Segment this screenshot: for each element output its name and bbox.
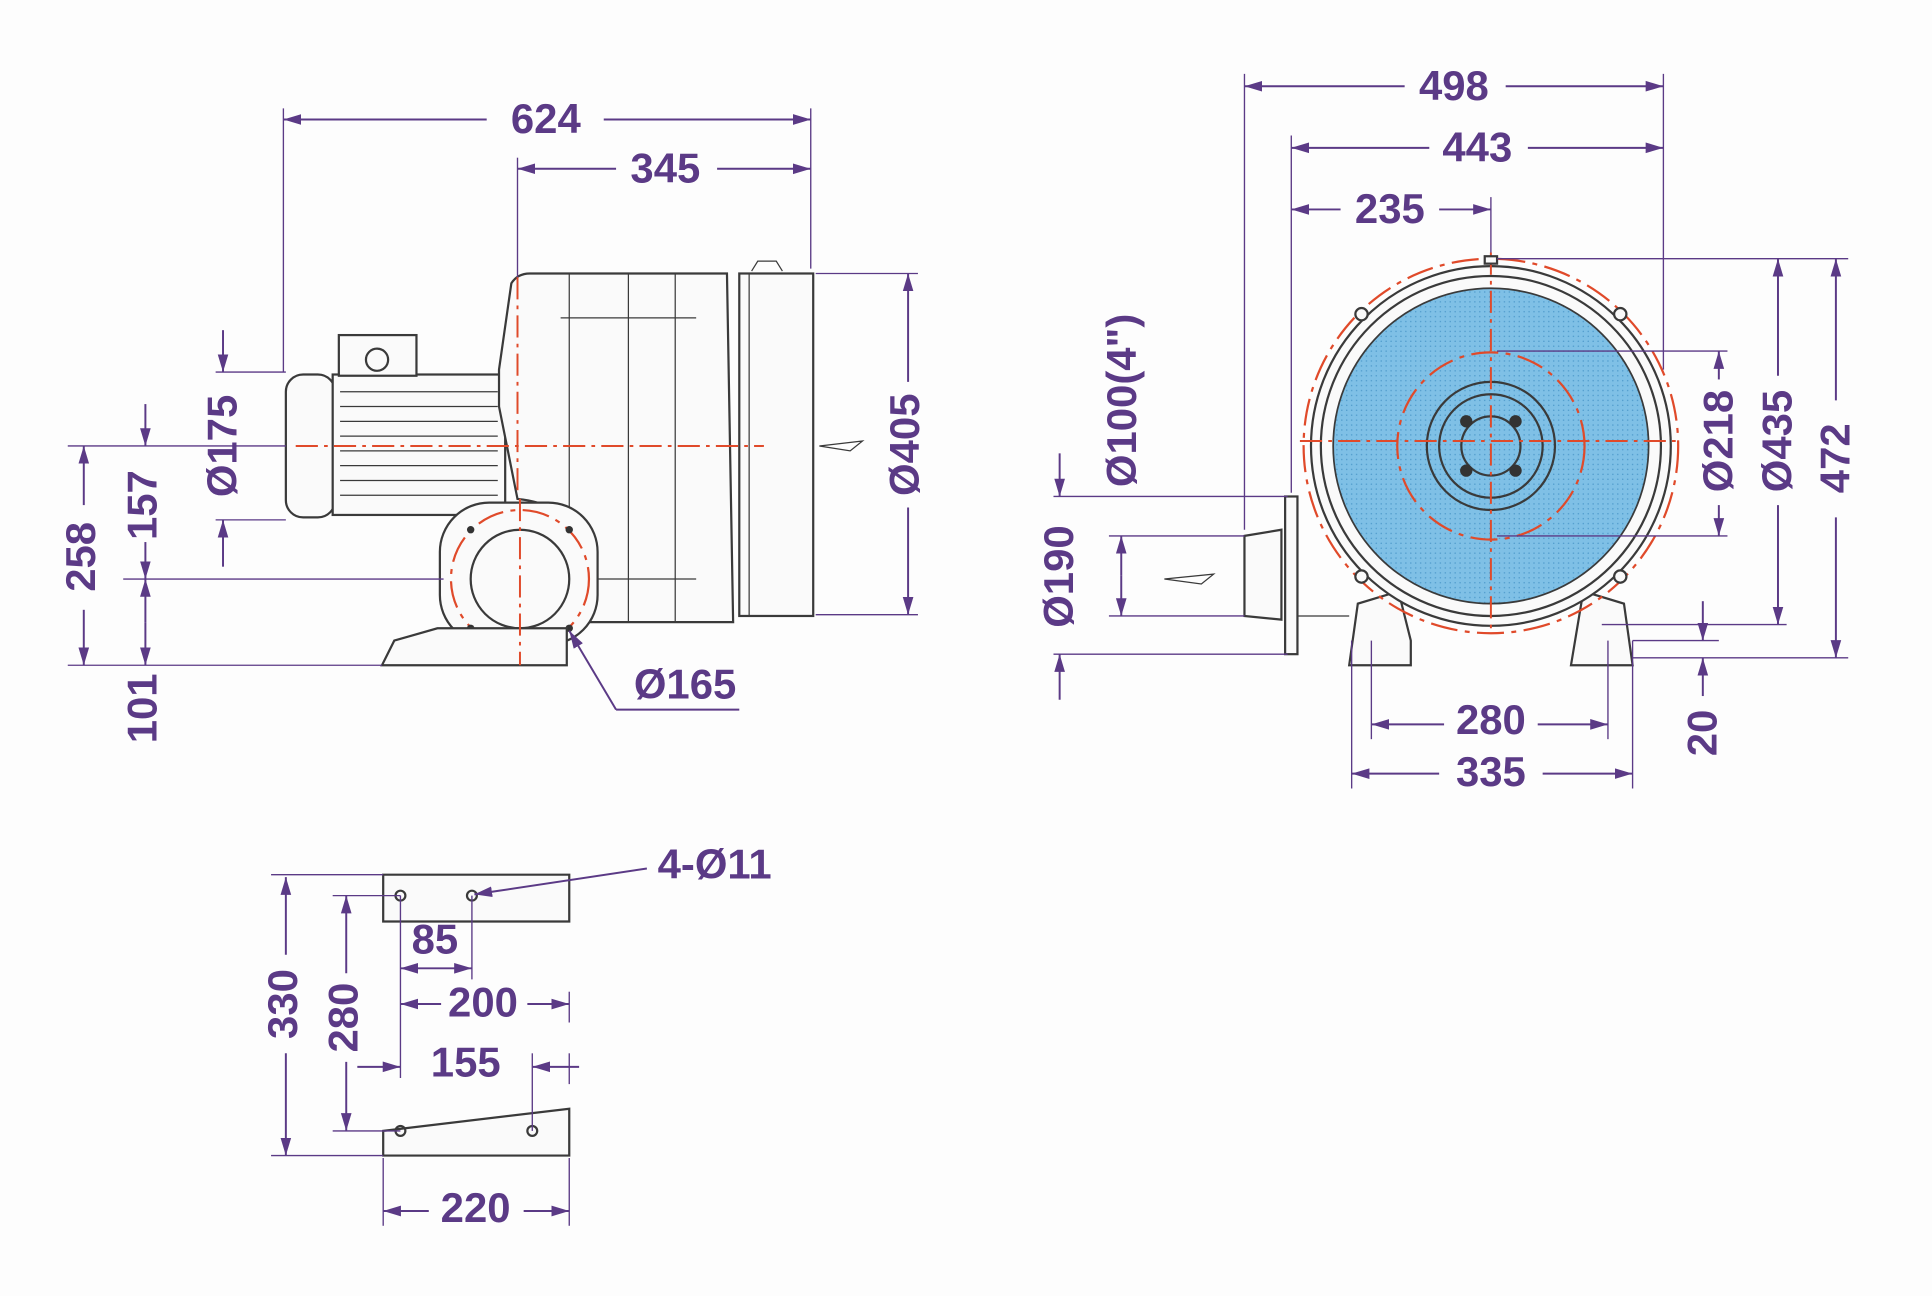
dim-624: 624 — [511, 95, 582, 142]
dim-218: Ø218 — [1694, 390, 1741, 492]
terminal-box — [337, 333, 418, 377]
foot-right — [1569, 589, 1634, 667]
dim-345: 345 — [630, 144, 700, 191]
base-view: 4-Ø11 330 280 85 200 155 220 — [259, 840, 772, 1231]
foot-bottom — [382, 1107, 571, 1157]
dim-330: 330 — [259, 969, 306, 1039]
motor-fins — [340, 391, 498, 496]
foot-left — [1347, 589, 1412, 667]
side-view: 624 345 Ø405 Ø175 157 258 101 Ø165 — [57, 95, 928, 743]
dim-280-base: 280 — [319, 983, 366, 1053]
motor-body — [331, 373, 507, 517]
dim-498: 498 — [1419, 62, 1489, 109]
dim-220: 220 — [441, 1184, 511, 1231]
dim-101: 101 — [118, 673, 165, 743]
base-foot — [380, 627, 568, 667]
dim-200: 200 — [448, 978, 518, 1025]
dim-165: Ø165 — [634, 660, 736, 707]
dim-335: 335 — [1456, 748, 1526, 795]
dim-155: 155 — [431, 1039, 501, 1086]
dim-85: 85 — [412, 915, 459, 962]
dim-435: Ø435 — [1754, 390, 1801, 492]
outlet-pipe — [1243, 528, 1283, 621]
inlet-flange — [738, 272, 815, 618]
dim-190: Ø190 — [1035, 525, 1082, 627]
dim-443: 443 — [1442, 123, 1512, 170]
dim-235: 235 — [1355, 185, 1425, 232]
dim-258: 258 — [57, 522, 104, 592]
dim-20: 20 — [1678, 710, 1725, 757]
dim-280-feet: 280 — [1456, 696, 1526, 743]
front-view: 498 443 235 Ø100(4") Ø190 Ø218 Ø435 472 — [1035, 62, 1858, 795]
dim-157: 157 — [118, 470, 165, 540]
dim-472: 472 — [1811, 423, 1858, 493]
dim-holes: 4-Ø11 — [658, 840, 772, 887]
dim-405: Ø405 — [881, 394, 928, 496]
dim-100-pipe: Ø100(4") — [1098, 314, 1145, 487]
